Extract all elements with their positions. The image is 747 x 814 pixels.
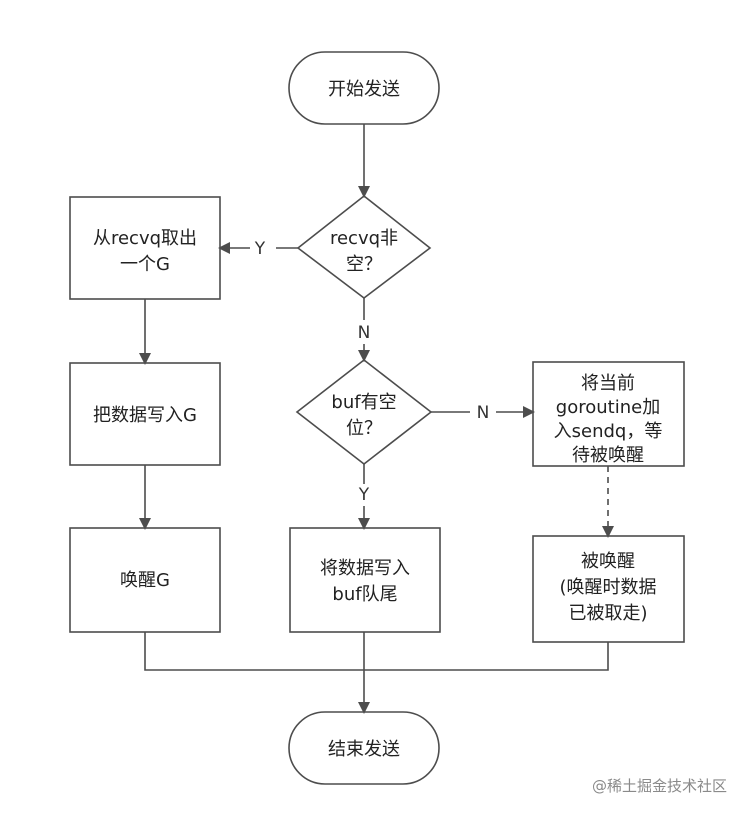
start-terminal: 开始发送: [288, 51, 440, 125]
woken-line-1: 被唤醒: [581, 551, 635, 572]
recvq-decision: recvq非 空？: [296, 194, 432, 300]
write-g-label: 把数据写入G: [93, 405, 197, 426]
buf-decision: buf有空 位？: [295, 358, 433, 466]
end-terminal: 结束发送: [288, 711, 440, 785]
edge-wake-to-merge: [144, 632, 364, 671]
buf-no-label: N: [477, 403, 490, 423]
recvq-decision-line-1: recvq非: [330, 228, 398, 249]
start-label: 开始发送: [328, 79, 400, 100]
take-g-process: 从recvq取出 一个G: [69, 196, 221, 300]
buf-yes-label: Y: [358, 485, 370, 505]
enqueue-sendq-process: 将当前 goroutine加 入sendq，等 待被唤醒: [532, 361, 685, 467]
take-g-line-1: 从recvq取出: [93, 228, 197, 249]
enqueue-line-3: 入sendq，等: [554, 421, 663, 442]
enqueue-line-4: 待被唤醒: [572, 445, 644, 466]
woken-line-2: (唤醒时数据: [559, 577, 656, 598]
recvq-decision-line-2: 空？: [346, 254, 382, 275]
watermark: @稀土掘金技术社区: [591, 777, 727, 795]
end-label: 结束发送: [328, 739, 400, 760]
take-g-line-2: 一个G: [120, 254, 170, 275]
write-buf-line-2: buf队尾: [332, 584, 397, 605]
enqueue-line-2: goroutine加: [556, 397, 660, 418]
wake-g-label: 唤醒G: [120, 570, 170, 591]
woken-line-3: 已被取走): [568, 603, 647, 624]
enqueue-line-1: 将当前: [581, 373, 635, 394]
write-buf-line-1: 将数据写入: [320, 558, 410, 579]
buf-decision-line-1: buf有空: [331, 392, 396, 413]
write-g-process: 把数据写入G: [69, 362, 221, 466]
recvq-yes-label: Y: [254, 239, 266, 259]
edge-woken-to-merge: [364, 642, 609, 671]
write-buf-process: 将数据写入 buf队尾: [289, 527, 441, 633]
recvq-no-label: N: [358, 323, 371, 343]
woken-process: 被唤醒 (唤醒时数据 已被取走): [532, 535, 685, 643]
wake-g-process: 唤醒G: [69, 527, 221, 633]
buf-decision-line-2: 位？: [346, 418, 382, 439]
